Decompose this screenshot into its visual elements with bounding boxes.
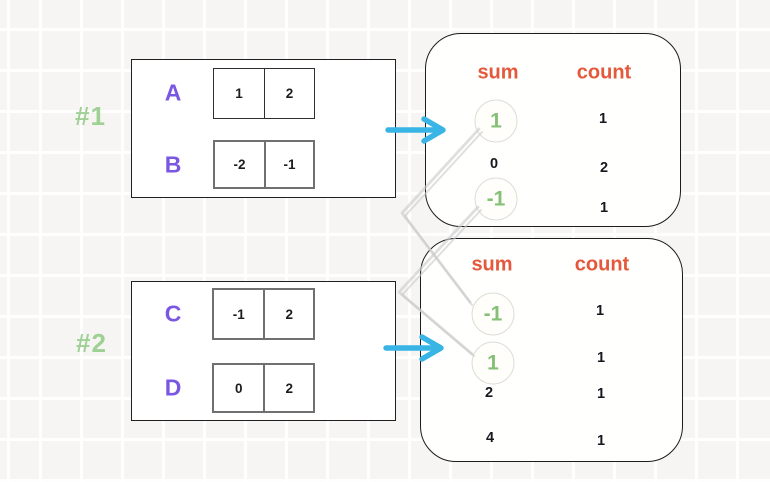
array-c-cells: -1 2 — [212, 288, 315, 340]
array-b-cell-1: -1 — [263, 142, 313, 187]
group1-box: A 1 2 B -2 -1 — [131, 59, 396, 198]
table2-count: 1 — [595, 303, 605, 319]
table1-sum-highlighted: 1 — [474, 99, 518, 143]
table1-sum: 0 — [489, 156, 499, 172]
table1-count-header: count — [576, 61, 632, 84]
array-c-label: C — [164, 300, 182, 327]
table2-sum-header: sum — [471, 253, 513, 276]
group2-box: C -1 2 D 0 2 — [131, 281, 396, 421]
array-c-cell-1: 2 — [263, 290, 313, 338]
table2-count: 1 — [596, 386, 606, 402]
array-b-cell-0: -2 — [233, 157, 246, 172]
table1-count: 1 — [599, 200, 609, 216]
table2-sum: 4 — [485, 430, 495, 446]
result-table-1: sum count 1 1 0 2 -1 1 — [425, 33, 681, 227]
array-d-cell-0: 0 — [234, 380, 243, 396]
table1-sum-highlighted: -1 — [474, 177, 518, 221]
array-a-cell-0: 1 — [235, 86, 243, 101]
array-a-label: A — [164, 79, 182, 106]
array-d-cell-1: 2 — [263, 365, 313, 411]
table1-count: 1 — [598, 111, 608, 127]
table2-sum-highlighted: -1 — [471, 292, 515, 336]
table2-sum: 2 — [484, 385, 494, 401]
table2-count: 1 — [596, 350, 606, 366]
array-b-cells: -2 -1 — [213, 140, 315, 189]
table2-count-header: count — [574, 253, 630, 276]
array-a-cell-1: 2 — [264, 69, 314, 118]
array-a-cells: 1 2 — [213, 68, 315, 119]
table2-count: 1 — [596, 433, 606, 449]
table1-sum-header: sum — [477, 61, 519, 84]
result-table-2: sum count -1 1 1 1 2 1 4 1 — [420, 238, 683, 462]
array-b-label: B — [164, 151, 182, 178]
table1-count: 2 — [599, 160, 609, 176]
array-d-label: D — [164, 374, 182, 401]
group1-label: #1 — [75, 101, 106, 131]
table2-sum-highlighted: 1 — [471, 341, 515, 385]
array-d-cells: 0 2 — [212, 363, 315, 413]
array-c-cell-0: -1 — [232, 306, 245, 322]
group2-label: #2 — [76, 328, 107, 358]
